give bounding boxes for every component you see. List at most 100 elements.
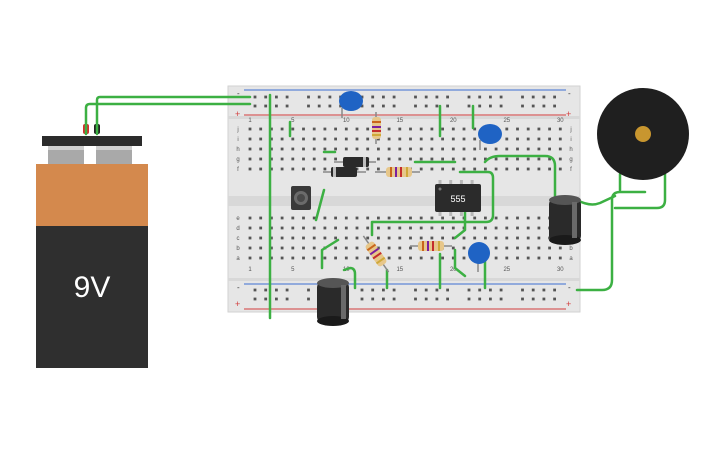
- breadboard-hole[interactable]: [441, 167, 444, 171]
- breadboard-hole[interactable]: [553, 95, 556, 99]
- breadboard-hole[interactable]: [494, 236, 498, 240]
- breadboard-hole[interactable]: [302, 246, 305, 250]
- breadboard-hole[interactable]: [307, 104, 310, 108]
- breadboard-hole[interactable]: [360, 297, 364, 301]
- breadboard-hole[interactable]: [334, 157, 337, 161]
- breadboard-hole[interactable]: [270, 157, 273, 161]
- breadboard-hole[interactable]: [473, 236, 477, 240]
- push-button[interactable]: [291, 186, 311, 210]
- breadboard-hole[interactable]: [516, 147, 519, 151]
- electrolytic-capacitor-left[interactable]: [317, 278, 349, 326]
- breadboard-hole[interactable]: [259, 246, 263, 250]
- breadboard-hole[interactable]: [270, 226, 273, 230]
- breadboard-hole[interactable]: [537, 137, 541, 141]
- breadboard-hole[interactable]: [435, 104, 439, 108]
- breadboard-hole[interactable]: [259, 147, 263, 151]
- breadboard-hole[interactable]: [531, 104, 535, 108]
- diode-2[interactable]: [323, 167, 366, 177]
- breadboard-hole[interactable]: [430, 216, 434, 220]
- breadboard-hole[interactable]: [531, 288, 535, 292]
- breadboard-hole[interactable]: [291, 226, 295, 230]
- breadboard-hole[interactable]: [526, 236, 530, 240]
- breadboard-hole[interactable]: [323, 127, 327, 131]
- breadboard-hole[interactable]: [398, 157, 402, 161]
- breadboard-hole[interactable]: [360, 288, 364, 292]
- wire-switch-diag[interactable]: [314, 188, 326, 222]
- breadboard-hole[interactable]: [248, 147, 252, 151]
- breadboard-hole[interactable]: [521, 104, 524, 108]
- breadboard-hole[interactable]: [424, 297, 428, 301]
- diode-1[interactable]: [334, 157, 376, 167]
- breadboard-hole[interactable]: [531, 297, 535, 301]
- breadboard-hole[interactable]: [334, 127, 337, 131]
- breadboard-hole[interactable]: [398, 256, 402, 260]
- breadboard-hole[interactable]: [505, 137, 509, 141]
- breadboard-hole[interactable]: [259, 216, 263, 220]
- breadboard-hole[interactable]: [516, 246, 519, 250]
- breadboard-hole[interactable]: [334, 226, 337, 230]
- breadboard-hole[interactable]: [424, 104, 428, 108]
- breadboard-hole[interactable]: [344, 216, 348, 220]
- breadboard-hole[interactable]: [312, 236, 316, 240]
- breadboard-hole[interactable]: [355, 216, 359, 220]
- breadboard-hole[interactable]: [424, 95, 428, 99]
- breadboard-hole[interactable]: [291, 236, 295, 240]
- wire-buzzer-bottom[interactable]: [575, 190, 647, 292]
- breadboard-hole[interactable]: [366, 127, 370, 131]
- breadboard-hole[interactable]: [451, 246, 455, 250]
- breadboard-hole[interactable]: [542, 288, 546, 292]
- breadboard-hole[interactable]: [344, 226, 348, 230]
- breadboard-hole[interactable]: [494, 216, 498, 220]
- breadboard-hole[interactable]: [323, 147, 327, 151]
- breadboard-hole[interactable]: [398, 147, 402, 151]
- breadboard-hole[interactable]: [537, 256, 541, 260]
- breadboard-hole[interactable]: [467, 95, 471, 99]
- breadboard-hole[interactable]: [409, 216, 412, 220]
- breadboard-hole[interactable]: [548, 127, 551, 131]
- breadboard-hole[interactable]: [558, 137, 562, 141]
- breadboard-hole[interactable]: [259, 236, 263, 240]
- breadboard-hole[interactable]: [430, 167, 434, 171]
- breadboard-hole[interactable]: [558, 256, 562, 260]
- breadboard-hole[interactable]: [467, 104, 471, 108]
- breadboard-hole[interactable]: [259, 127, 263, 131]
- breadboard-hole[interactable]: [382, 104, 385, 108]
- breadboard-hole[interactable]: [323, 256, 327, 260]
- breadboard-hole[interactable]: [248, 236, 252, 240]
- breadboard-hole[interactable]: [409, 127, 412, 131]
- wire-right-top[interactable]: [483, 154, 557, 202]
- breadboard-hole[interactable]: [430, 226, 434, 230]
- resistor-horizontal-2[interactable]: [410, 241, 452, 251]
- breadboard-hole[interactable]: [270, 127, 273, 131]
- ceramic-capacitor-2[interactable]: [478, 124, 502, 150]
- breadboard-hole[interactable]: [377, 216, 380, 220]
- breadboard-hole[interactable]: [505, 246, 509, 250]
- breadboard-hole[interactable]: [398, 246, 402, 250]
- wire-short-9[interactable]: [453, 248, 467, 278]
- breadboard-hole[interactable]: [312, 226, 316, 230]
- breadboard-hole[interactable]: [494, 157, 498, 161]
- breadboard-hole[interactable]: [505, 236, 509, 240]
- breadboard-hole[interactable]: [505, 167, 509, 171]
- breadboard-hole[interactable]: [526, 216, 530, 220]
- breadboard-hole[interactable]: [489, 104, 492, 108]
- breadboard-hole[interactable]: [387, 246, 391, 250]
- breadboard-hole[interactable]: [531, 95, 535, 99]
- breadboard-hole[interactable]: [473, 147, 477, 151]
- breadboard-hole[interactable]: [419, 137, 423, 141]
- breadboard-hole[interactable]: [392, 297, 396, 301]
- breadboard-hole[interactable]: [270, 167, 273, 171]
- breadboard-hole[interactable]: [377, 147, 380, 151]
- breadboard-hole[interactable]: [526, 167, 530, 171]
- breadboard-hole[interactable]: [451, 157, 455, 161]
- breadboard-hole[interactable]: [285, 288, 289, 292]
- breadboard-hole[interactable]: [451, 167, 455, 171]
- breadboard-hole[interactable]: [291, 246, 295, 250]
- breadboard-hole[interactable]: [259, 157, 263, 161]
- battery-9v[interactable]: 9V: [36, 124, 148, 368]
- breadboard-hole[interactable]: [537, 157, 541, 161]
- breadboard-hole[interactable]: [323, 216, 327, 220]
- breadboard-hole[interactable]: [542, 95, 546, 99]
- breadboard-hole[interactable]: [360, 104, 364, 108]
- wire-cap-left[interactable]: [342, 266, 357, 290]
